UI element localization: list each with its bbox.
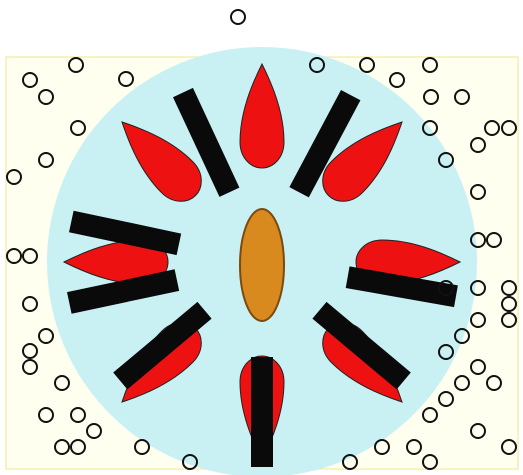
black-bar-6 [251,357,273,467]
nucleus [240,209,284,321]
particle-1 [231,10,245,24]
